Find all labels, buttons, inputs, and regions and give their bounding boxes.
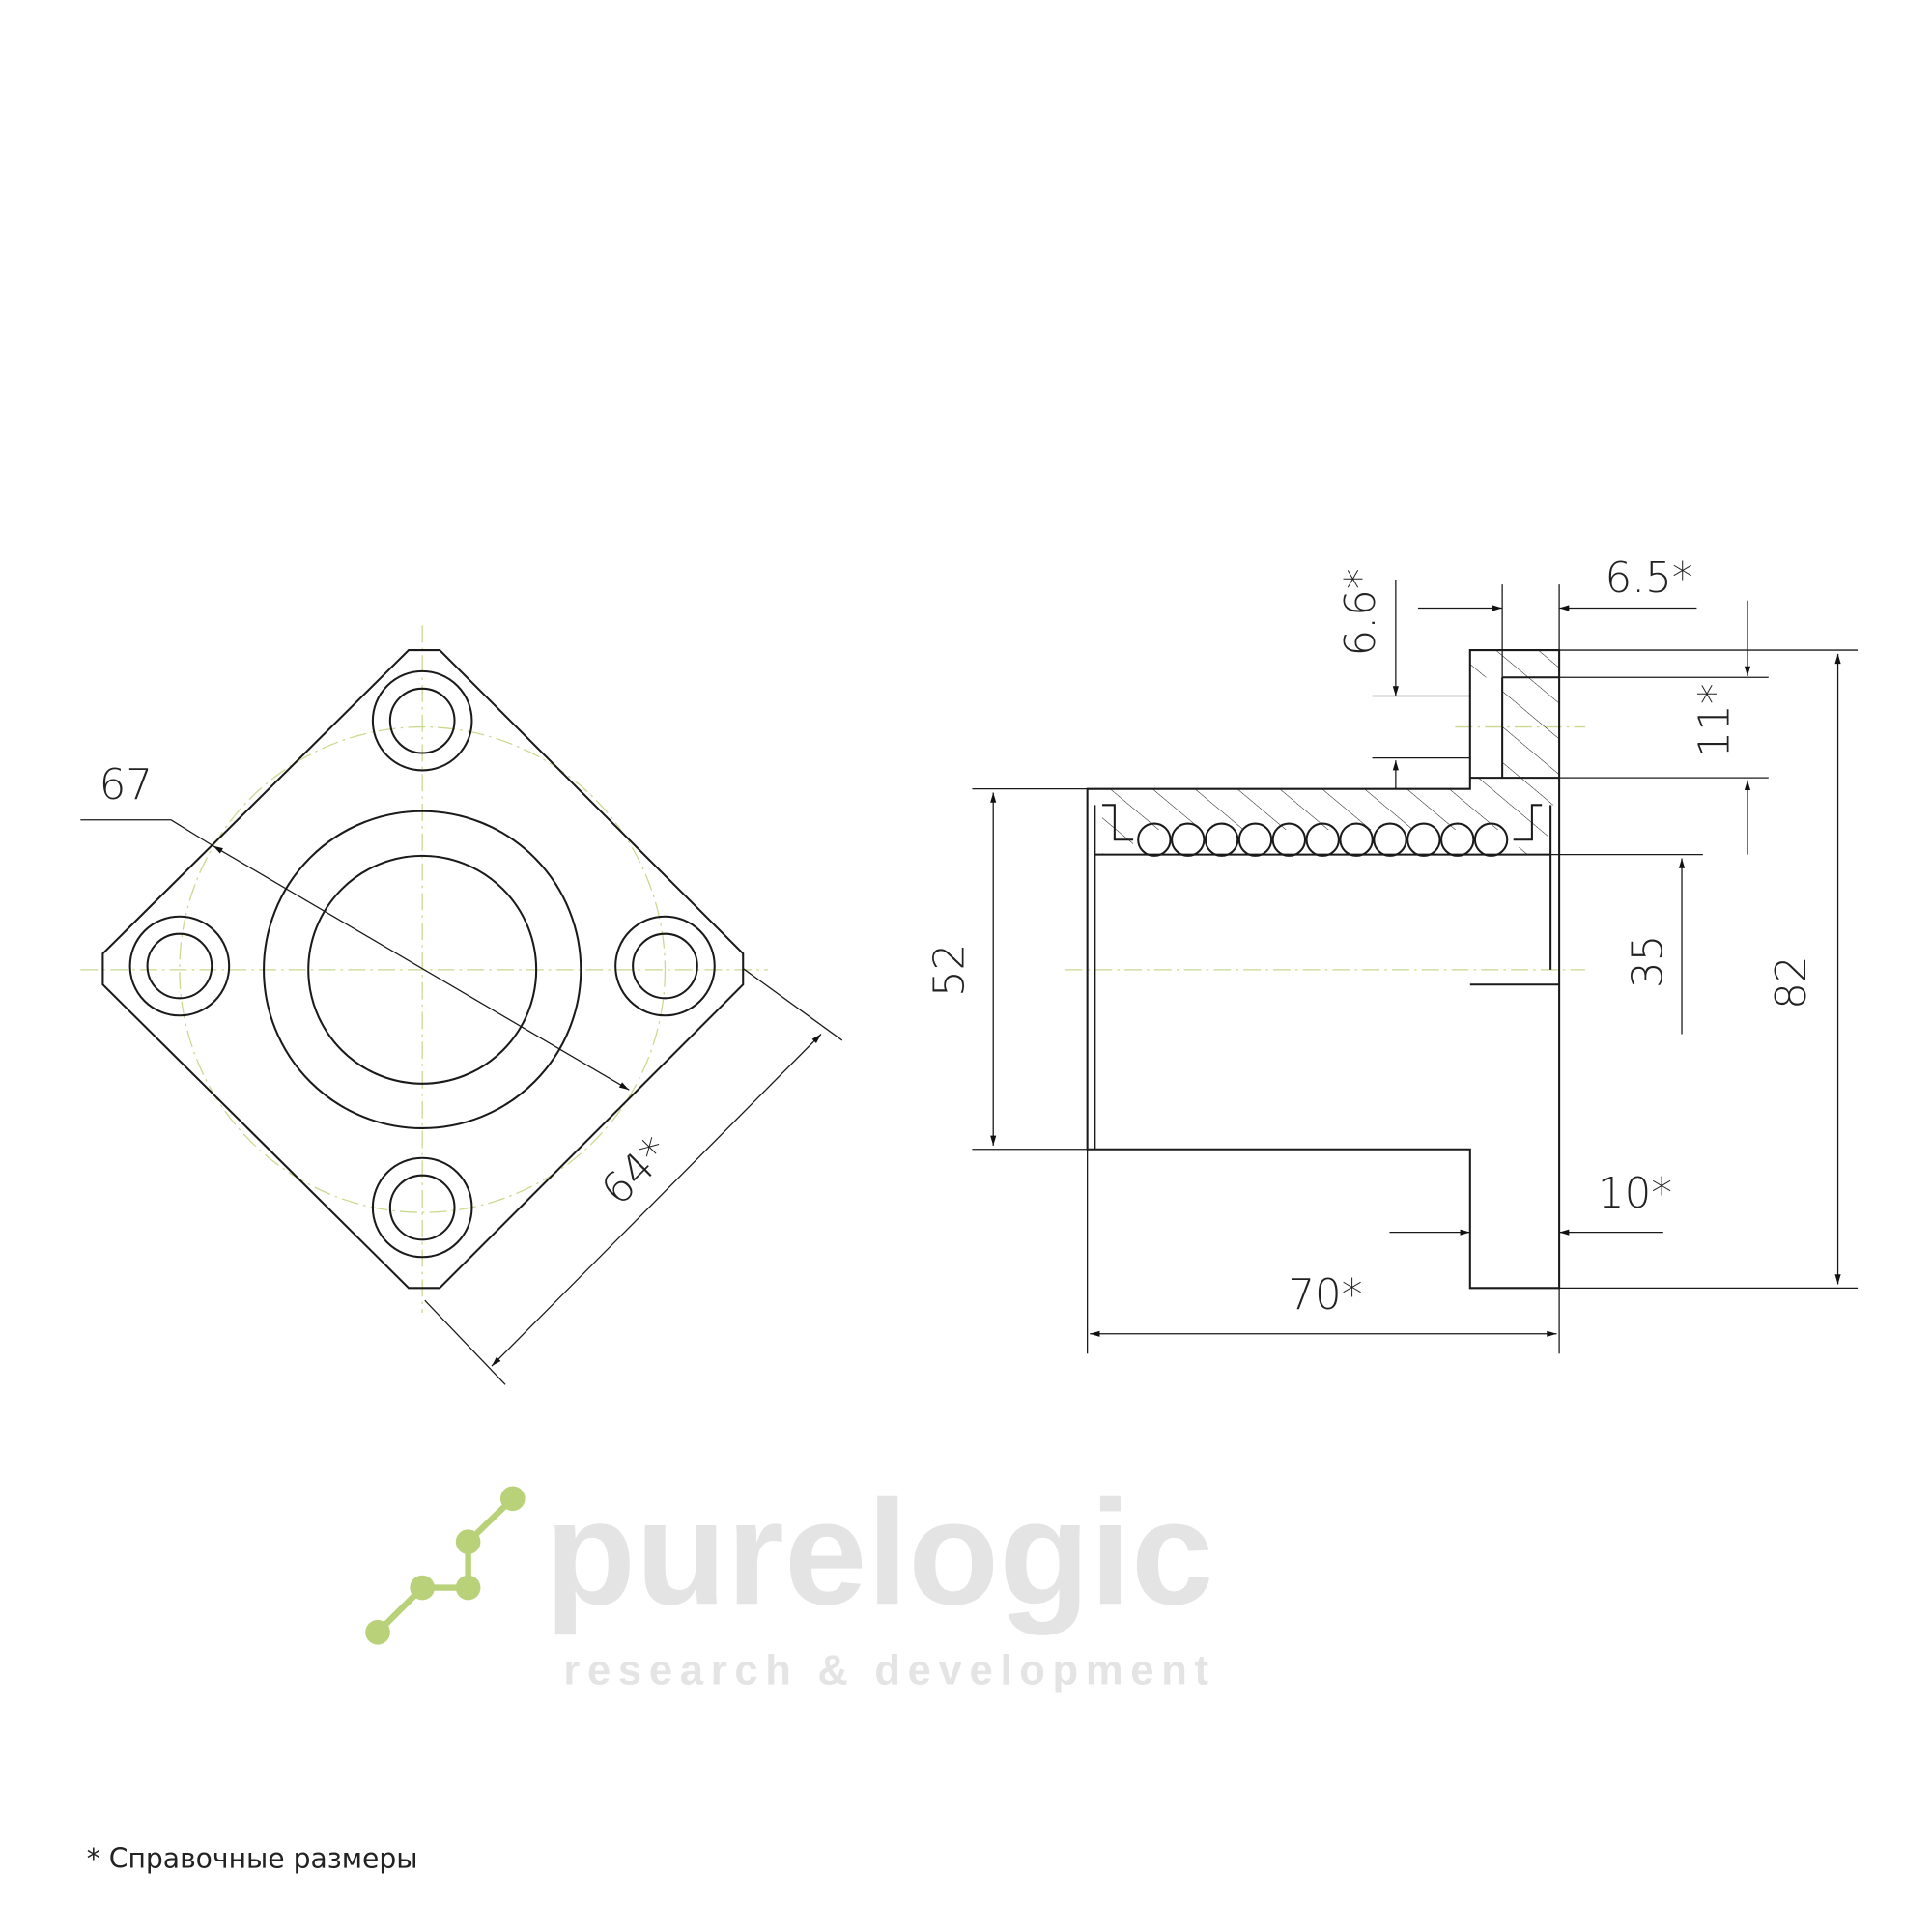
mounting-holes xyxy=(128,669,716,1259)
front-view: 67 64* xyxy=(80,625,843,1385)
ball xyxy=(1137,822,1172,857)
dim-64: 64* xyxy=(592,1128,679,1215)
dim-6-6: 6.6* xyxy=(1337,568,1385,656)
ball xyxy=(1406,822,1441,857)
dim-67: 67 xyxy=(99,761,153,810)
flange-outline xyxy=(101,649,745,1290)
ball xyxy=(1204,822,1239,857)
ball xyxy=(1440,822,1475,857)
dim-6-5: 6.5* xyxy=(1605,554,1693,603)
dim-52: 52 xyxy=(925,944,974,997)
side-section-view: 52 6.6* 6.5* 11* 35 82 10* 70* xyxy=(925,554,1859,1354)
dim-10: 10* xyxy=(1598,1170,1672,1218)
ball xyxy=(1339,822,1374,857)
dim-82: 82 xyxy=(1768,955,1816,1009)
watermark-tagline: research & development xyxy=(563,1648,1215,1694)
ball xyxy=(1171,822,1206,857)
ball xyxy=(1373,822,1407,857)
dim-11: 11* xyxy=(1691,683,1740,757)
ball xyxy=(1473,822,1509,857)
dim-70: 70* xyxy=(1288,1271,1362,1320)
logo-icon xyxy=(365,1486,526,1645)
balls xyxy=(1137,822,1509,857)
dim-35: 35 xyxy=(1625,935,1673,988)
ball xyxy=(1271,822,1307,857)
purelogic-watermark: purelogic research & development xyxy=(365,1469,1215,1694)
reference-dimensions-note: * Справочные размеры xyxy=(87,1842,418,1874)
watermark-brand: purelogic xyxy=(545,1469,1213,1635)
ball xyxy=(1237,822,1273,857)
ball xyxy=(1305,822,1340,857)
